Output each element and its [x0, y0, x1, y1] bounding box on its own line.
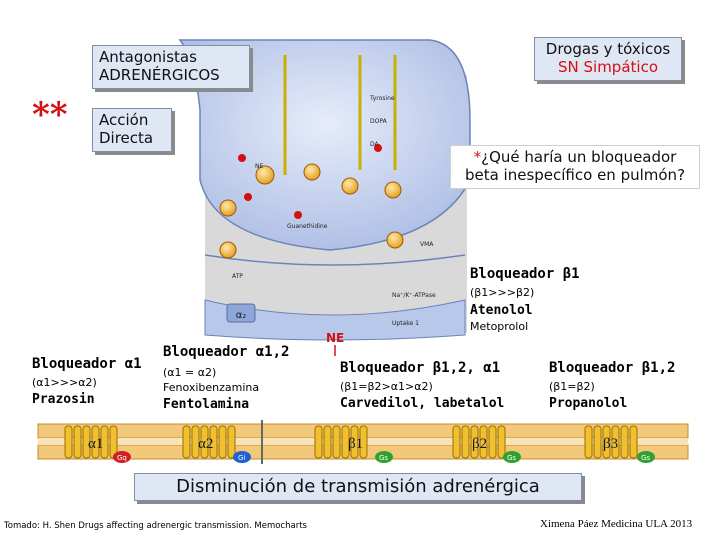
ne-molecule — [238, 154, 246, 162]
receptor-beta1-label: β1 — [348, 436, 363, 452]
label-ne: NE — [255, 163, 263, 170]
conclusion-text: Disminución de transmisión adrenérgica — [176, 476, 540, 497]
vesicle — [219, 199, 237, 217]
label-atp: ATP — [232, 273, 243, 280]
label-tyrosine: Tyrosine — [369, 95, 395, 102]
blocker-beta12-title: Bloqueador β1,2 — [549, 360, 676, 376]
receptor-alpha2: α2 Gi — [182, 425, 251, 463]
antagonists-box: Antagonistas ADRENÉRGICOS — [92, 45, 250, 89]
gi-protein-icon — [233, 451, 251, 463]
drugs-box: Drogas y tóxicos SN Simpático — [534, 37, 682, 81]
question-asterisk: * — [473, 148, 482, 166]
presynaptic-terminal — [178, 39, 471, 251]
blocker-alpha12-drug-sub: Fenoxibenzamina — [163, 381, 260, 394]
receptor-beta2: β2 Gs — [452, 425, 521, 463]
label-na-k-atpase: Na⁺/K⁺-ATPase — [392, 292, 436, 299]
blocker-beta1-drug: Atenolol — [470, 303, 533, 318]
presynaptic-membrane — [204, 254, 466, 266]
author-credit: Ximena Páez Medicina ULA 2013 — [540, 518, 693, 530]
direct-action-line-1: Acción — [99, 111, 149, 129]
receptor-beta1: β1 Gs — [314, 425, 393, 463]
blocker-alpha1-title: Bloqueador α1 — [32, 356, 142, 372]
direct-action-box: Acción Directa — [92, 108, 172, 152]
ne-neurotransmitter-label: NE — [326, 331, 344, 345]
blocker-beta1-drug2: Metoprolol — [470, 320, 529, 333]
gs-protein-icon — [375, 451, 393, 463]
postsynaptic-membrane — [204, 299, 466, 341]
receptor-alpha2-label: α2 — [198, 436, 213, 452]
blocker-beta12: Bloqueador β1,2 (β1=β2) Propanolol — [549, 360, 675, 411]
vesicle — [219, 241, 237, 259]
label-da: DA — [370, 141, 380, 148]
blocker-beta12-alpha1-drug: Carvedilol, labetalol — [340, 396, 505, 411]
blocker-beta12-ratio: (β1=β2) — [549, 380, 595, 393]
vesicle — [341, 177, 359, 195]
receptor-beta2-gprotein: Gs — [507, 454, 516, 462]
alpha2-autoreceptor — [226, 303, 256, 323]
blocker-alpha12: Bloqueador α1,2 (α1 = α2) Fenoxibenzamin… — [163, 344, 289, 412]
ne-molecule — [374, 144, 382, 152]
ne-molecule — [294, 211, 302, 219]
label-dopa: DOPA — [370, 118, 388, 125]
label-guanethidine: Guanethidine — [287, 223, 328, 230]
question-line-1: ¿Qué haría un bloqueador — [481, 148, 677, 166]
vesicle — [386, 231, 404, 249]
blocker-alpha12-ratio: (α1 = α2) — [163, 366, 217, 379]
antagonists-line-2: ADRENÉRGICOS — [99, 66, 220, 84]
blocker-beta12-alpha1-title: Bloqueador β1,2, α1 — [340, 360, 501, 376]
direct-action-line-2: Directa — [99, 129, 154, 147]
receptor-beta1-gprotein: Gs — [379, 454, 388, 462]
blocker-alpha1: Bloqueador α1 (α1>>>α2) Prazosin — [32, 356, 142, 407]
gs-protein-icon — [637, 451, 655, 463]
alpha2-autoreceptor-label: α₂ — [236, 310, 247, 321]
blocker-alpha1-ratio: (α1>>>α2) — [32, 376, 97, 389]
conclusion-box: Disminución de transmisión adrenérgica — [134, 473, 582, 501]
antagonists-line-1: Antagonistas — [99, 48, 197, 66]
vesicle — [384, 181, 402, 199]
receptor-beta3-gprotein: Gs — [641, 454, 650, 462]
receptor-alpha2-gprotein: Gi — [238, 454, 245, 462]
direct-action-marker: ** — [32, 95, 68, 135]
receptor-beta3: β3 Gs — [584, 425, 655, 463]
label-uptake: Uptake 1 — [392, 320, 419, 327]
receptor-alpha1-label: α1 — [88, 436, 103, 452]
source-citation: Tomado: H. Shen Drugs affecting adrenerg… — [4, 521, 307, 531]
blocker-alpha1-drug: Prazosin — [32, 392, 95, 407]
blocker-alpha12-title: Bloqueador α1,2 — [163, 344, 290, 360]
blocker-beta1-ratio: (β1>>>β2) — [470, 286, 535, 299]
gs-protein-icon — [503, 451, 521, 463]
blocker-alpha12-drug: Fentolamina — [163, 397, 250, 412]
label-vma: VMA — [420, 241, 434, 248]
question-line-2: beta inespecífico en pulmón? — [464, 166, 686, 184]
receptor-beta3-label: β3 — [603, 436, 618, 452]
ne-molecule — [244, 193, 252, 201]
drugs-line-2: SN Simpático — [558, 58, 658, 76]
blocker-beta12-alpha1-ratio: (β1=β2>α1>α2) — [340, 380, 433, 393]
blocker-beta1: Bloqueador β1 (β1>>>β2) Atenolol Metopro… — [470, 266, 580, 333]
vesicle — [303, 163, 321, 181]
drugs-line-1: Drogas y tóxicos — [545, 40, 671, 58]
vesicle — [255, 165, 275, 185]
receptor-alpha1-gprotein: Gq — [117, 454, 127, 462]
blocker-beta12-drug: Propanolol — [549, 396, 628, 411]
gq-protein-icon — [113, 451, 131, 463]
blocker-beta1-title: Bloqueador β1 — [470, 266, 580, 282]
receptor-alpha1: α1 Gq — [64, 425, 131, 463]
blocker-beta12-alpha1: Bloqueador β1,2, α1 (β1=β2>α1>α2) Carved… — [340, 360, 504, 411]
receptor-beta2-label: β2 — [472, 436, 487, 452]
question-box: *¿Qué haría un bloqueador beta inespecíf… — [450, 145, 700, 189]
